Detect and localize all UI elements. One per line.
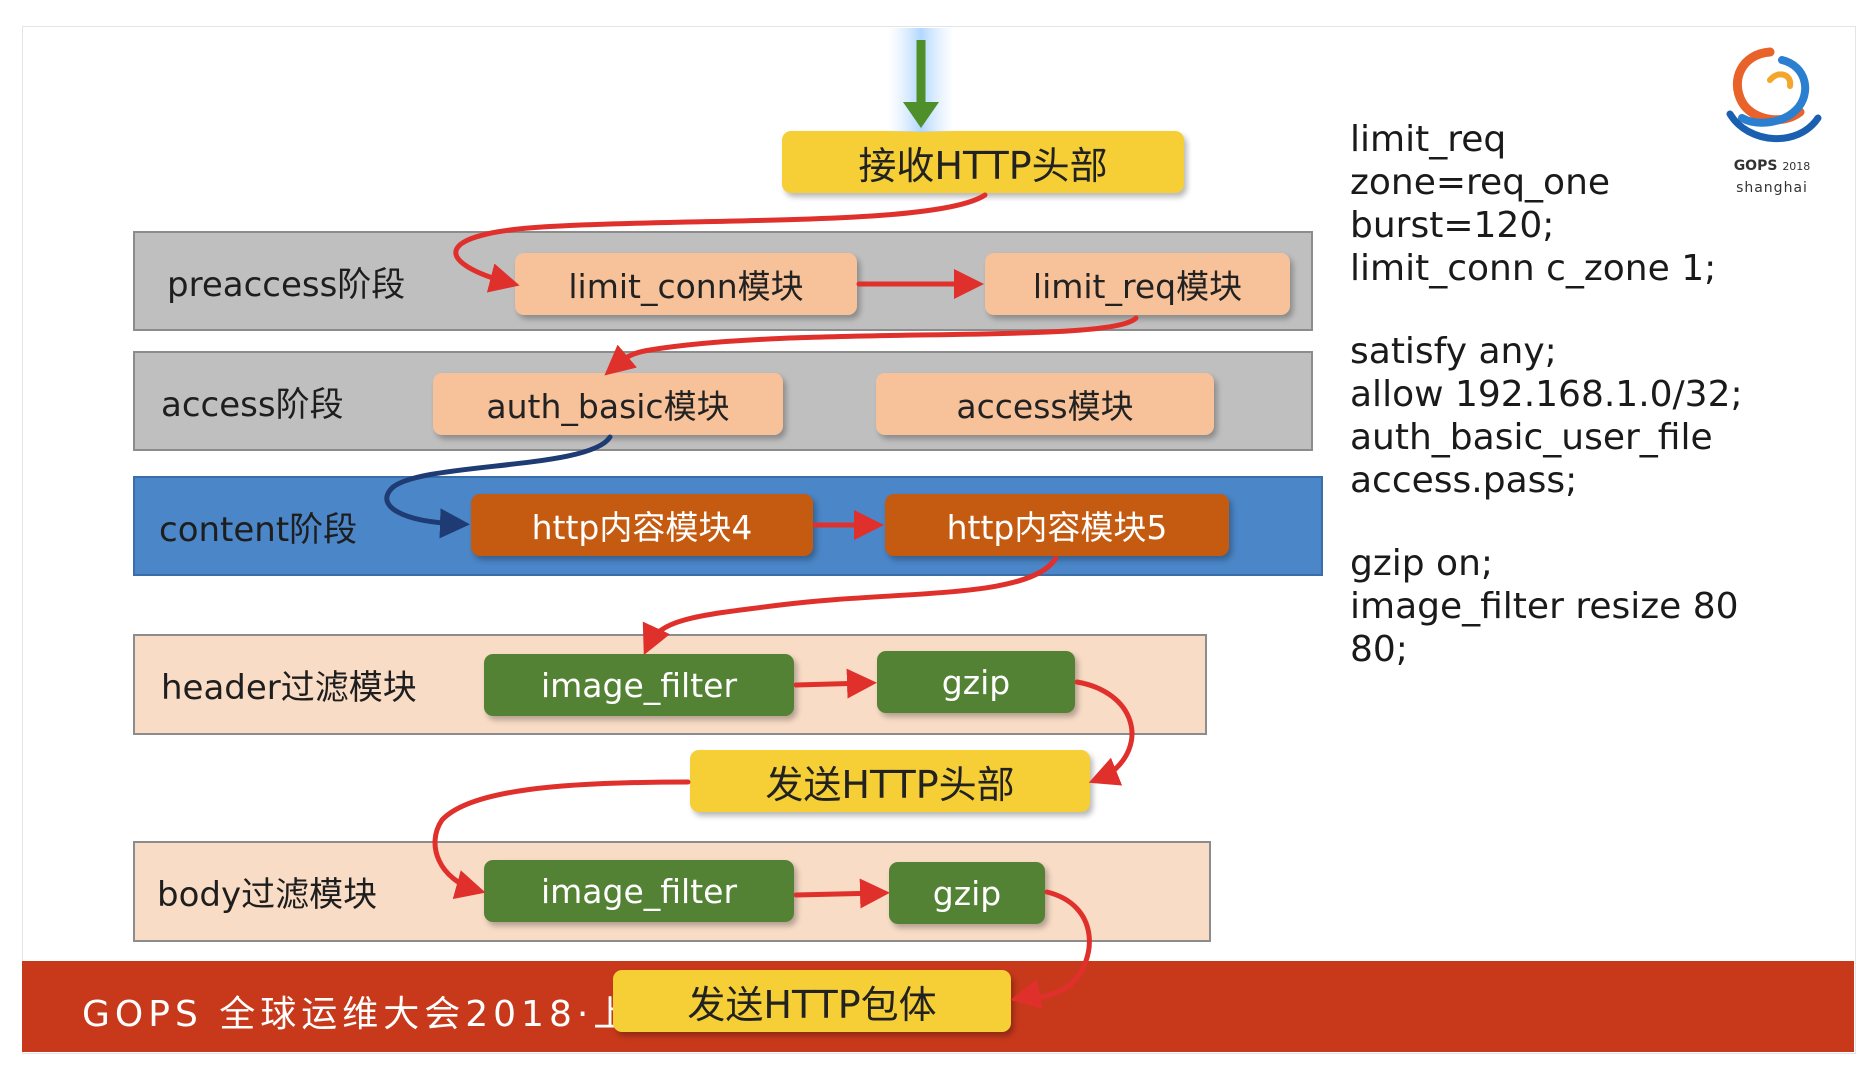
logo-brand: GOPS 2018 — [1733, 158, 1811, 174]
arrow-content5-to-header-image-filter — [642, 555, 1059, 656]
band-label-content: content阶段 — [159, 510, 358, 550]
arrow-send-header-to-body-image-filter — [432, 779, 691, 900]
config-line: access.pass; — [1350, 460, 1578, 501]
gops-logo: GOPS 2018 shanghai — [1712, 40, 1832, 200]
arrow-top-to-limit-conn — [453, 192, 988, 293]
config-line: 80; — [1350, 629, 1408, 670]
gops-swirl-logo-icon — [1726, 47, 1822, 142]
limit-conn-module: limit_conn模块 — [515, 253, 857, 315]
config-text: limit_req zone=req_one burst=120; limit_… — [1350, 118, 1743, 671]
config-line: limit_conn c_zone 1; — [1350, 248, 1717, 289]
config-line: zone=req_one — [1350, 162, 1611, 203]
band-label-preaccess: preaccess阶段 — [167, 265, 406, 305]
arrow-limit-req-to-auth-basic — [604, 315, 1139, 376]
config-line — [1350, 290, 1743, 330]
arrow-header-gzip-to-send-header — [1074, 679, 1135, 786]
config-line — [1350, 502, 1743, 542]
band-label-body-filter: body过滤模块 — [157, 875, 378, 915]
band-label-access: access阶段 — [161, 385, 344, 425]
footer-text: GOPS 全球运维大会2018·上 — [82, 994, 635, 1035]
config-line: allow 192.168.1.0/32; — [1350, 374, 1743, 415]
header-gzip-module: gzip — [877, 651, 1075, 713]
access-module: access模块 — [876, 373, 1214, 435]
config-line: gzip on; — [1350, 543, 1494, 584]
receive-http-header-box: 接收HTTP头部 — [782, 131, 1184, 193]
body-image-filter-module: image_filter — [484, 860, 794, 922]
arrow-auth-basic-to-content4 — [384, 434, 613, 539]
auth-basic-module: auth_basic模块 — [433, 373, 783, 435]
header-image-filter-module: image_filter — [484, 654, 794, 716]
http-content-module-5: http内容模块5 — [885, 494, 1229, 556]
config-line: burst=120; — [1350, 205, 1555, 246]
config-line: limit_req — [1350, 119, 1507, 160]
arrow-body-gzip-to-send-body — [1010, 889, 1092, 1009]
band-label-header-filter: header过滤模块 — [161, 668, 417, 708]
config-line: auth_basic_user_file — [1350, 417, 1713, 458]
arrow-body-image-filter-to-gzip — [793, 878, 890, 909]
send-http-body-box: 发送HTTP包体 — [613, 970, 1011, 1032]
incoming-arrow-head — [903, 102, 939, 128]
config-line: satisfy any; — [1350, 331, 1557, 372]
config-line: image_filter resize 80 — [1350, 586, 1739, 627]
limit-req-module: limit_req模块 — [985, 253, 1290, 315]
logo-city: shanghai — [1736, 180, 1808, 196]
arrow-header-image-filter-to-gzip — [793, 668, 877, 699]
send-http-header-box: 发送HTTP头部 — [690, 750, 1090, 812]
http-content-module-4: http内容模块4 — [471, 494, 813, 556]
body-gzip-module: gzip — [889, 862, 1045, 924]
